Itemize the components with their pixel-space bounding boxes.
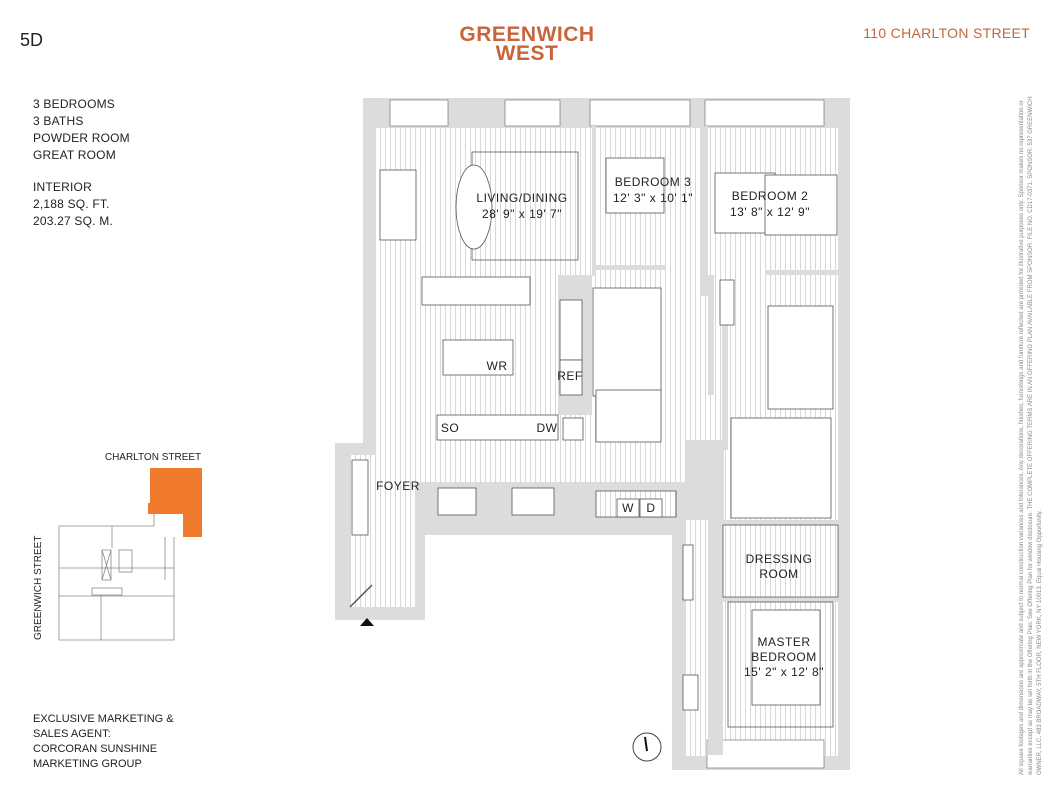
logo-line1: GREENWICH: [459, 23, 595, 46]
unit-number: 5D: [20, 30, 44, 50]
greenwich-west-logo: GREENWICH WEST: [0, 23, 1053, 65]
fixtures: [351, 151, 839, 728]
feature-baths: 3 BATHS: [33, 114, 84, 128]
room-master-name2: BEDROOM: [751, 650, 817, 664]
room-bedroom2-name: BEDROOM 2: [732, 189, 809, 203]
interior-sqm: 203.27 SQ. M.: [33, 214, 113, 228]
agent-line: MARKETING GROUP: [33, 758, 142, 770]
interior-area: INTERIOR 2,188 SQ. FT. 203.27 SQ. M.: [33, 179, 113, 230]
appliance-refrigerator: REF: [557, 369, 583, 383]
key-plan-greenwich-street: GREENWICH STREET: [33, 536, 44, 640]
appliance-washer: W: [622, 501, 634, 515]
entry-marker-icon: [360, 618, 374, 626]
room-living-dining-name: LIVING/DINING: [476, 191, 567, 205]
room-bedroom3-name: BEDROOM 3: [615, 175, 692, 189]
room-bedroom2-dims: 13' 8" x 12' 9": [730, 205, 810, 219]
agent-line: SALES AGENT:: [33, 728, 111, 740]
north-compass-icon: [632, 732, 662, 762]
key-plan: CHARLTON STREET GREENWICH STREET: [33, 452, 202, 641]
agent-line: CORCORAN SUNSHINE: [33, 743, 158, 755]
room-living-dining-dims: 28' 9" x 19' 7": [482, 207, 562, 221]
appliance-dishwasher: DW: [537, 421, 558, 435]
feature-bedrooms: 3 BEDROOMS: [33, 97, 116, 111]
feature-powder-room: POWDER ROOM: [33, 131, 130, 145]
entry-door: [349, 584, 373, 608]
room-master-dims: 15' 2" x 12' 8": [744, 665, 824, 679]
feature-great-room: GREAT ROOM: [33, 148, 116, 162]
interior-sqft: 2,188 SQ. FT.: [33, 197, 110, 211]
building-address: 110 CHARLTON STREET: [863, 25, 1030, 41]
room-bedroom3-dims: 12' 3" x 10' 1": [613, 191, 693, 205]
logo-line2: WEST: [495, 42, 559, 65]
windows: [389, 99, 825, 769]
key-plan-charlton-street: CHARLTON STREET: [105, 452, 201, 463]
agent-line: EXCLUSIVE MARKETING &: [33, 713, 174, 725]
appliance-dryer: D: [646, 501, 655, 515]
floor-plan: LIVING/DINING 28' 9" x 19' 7" BEDROOM 3 …: [335, 98, 850, 770]
sales-agent: EXCLUSIVE MARKETING & SALES AGENT: CORCO…: [33, 712, 174, 772]
appliance-wine-refrigerator: WR: [487, 359, 508, 373]
room-foyer-name: FOYER: [376, 479, 420, 493]
interior-label: INTERIOR: [33, 180, 92, 194]
appliance-steam-oven: SO: [441, 421, 459, 435]
room-master-name1: MASTER: [757, 635, 810, 649]
unit-highlight: [148, 468, 202, 537]
room-dressing-name1: DRESSING: [746, 552, 813, 566]
room-dressing-name2: ROOM: [759, 567, 798, 581]
unit-features: 3 BEDROOMS 3 BATHS POWDER ROOM GREAT ROO…: [33, 96, 130, 164]
